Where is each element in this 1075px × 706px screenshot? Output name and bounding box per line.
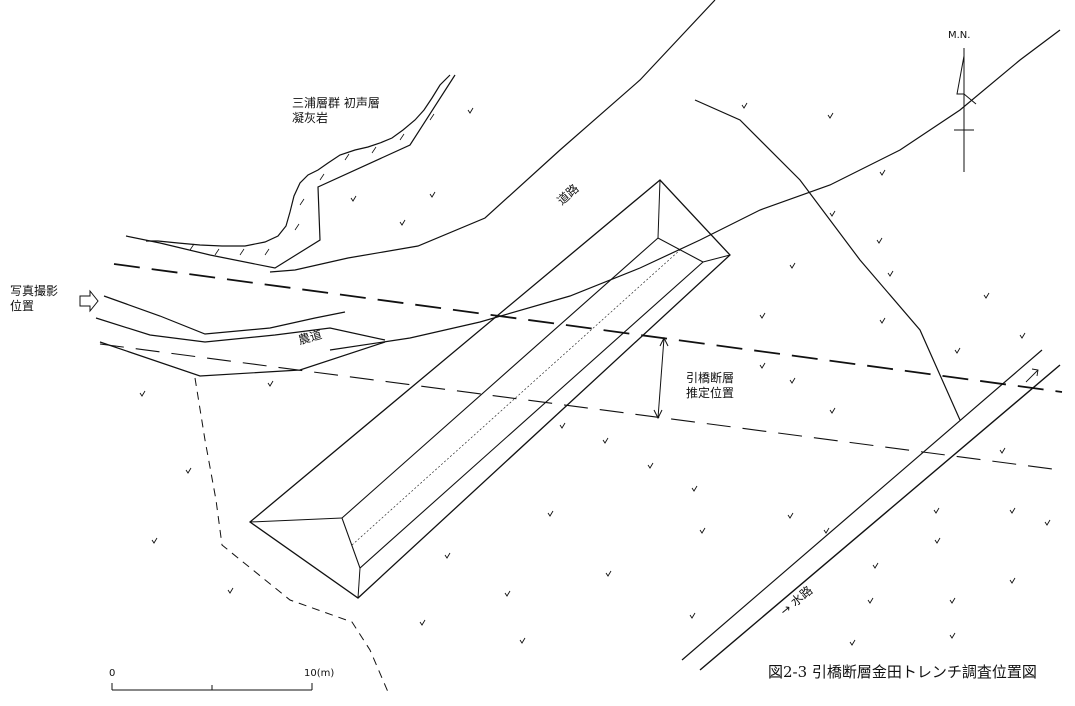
road-edge-right: [329, 29, 1061, 351]
waterway-arrow-shaft: [1025, 369, 1039, 383]
trench-centerline: [351, 249, 681, 546]
waterway-edge-lower: [699, 364, 1061, 671]
photo-position-label-line2: 位置: [10, 299, 35, 313]
fault-position-label: 引橋断層 推定位置: [686, 371, 734, 401]
field-marks: [139, 102, 1051, 646]
waterway-arrow-head: [1031, 368, 1039, 377]
outcrop-lower-edge: [125, 74, 456, 269]
photo-position-label-line1: 写真撮影: [10, 284, 59, 298]
farm-road-edge-upper: [103, 295, 346, 335]
road-edge-left: [269, 0, 716, 273]
arrow-head-bottom: [653, 409, 663, 420]
fault-position-label-line2: 推定位置: [686, 386, 735, 400]
north-arrow-label: M.N.: [948, 30, 971, 41]
trench-slope-1: [249, 517, 343, 523]
property-boundary: [194, 377, 389, 693]
trench-outer: [248, 179, 731, 599]
photo-position-label: 写真撮影 位置: [10, 284, 58, 314]
farm-road-edge-lower: [95, 317, 386, 343]
rock-formation-label: 三浦層群 初声層 凝灰岩: [292, 96, 380, 126]
arrow-head-top: [659, 336, 669, 347]
trench-slope-3: [702, 254, 731, 263]
fault-line-lower: [99, 343, 1061, 471]
scale-end-label: 10(m): [304, 668, 335, 679]
trench-slope-2: [657, 179, 661, 239]
rock-formation-label-line1: 三浦層群 初声層: [292, 96, 380, 110]
fault-line-upper: [113, 263, 1063, 393]
farm-road-south: [99, 341, 386, 377]
waterway-edge-upper: [681, 349, 1043, 661]
north-arrow: [954, 48, 977, 172]
tuff-outcrop-edge: [146, 74, 451, 247]
trench-floor: [341, 237, 704, 569]
outcrop-hatching: [189, 113, 435, 256]
fault-width-arrow: [657, 337, 665, 419]
road-boundary-upper: [694, 99, 961, 421]
rock-formation-label-line2: 凝灰岩: [292, 111, 329, 125]
figure-caption: 図2-3 引橋断層金田トレンチ調査位置図: [768, 663, 1037, 681]
fault-position-label-line1: 引橋断層: [686, 371, 735, 385]
photo-position-arrow: [79, 289, 99, 313]
trench-slope-4: [357, 567, 361, 599]
scale-start-label: 0: [109, 668, 116, 679]
scale-bar: [111, 683, 313, 691]
